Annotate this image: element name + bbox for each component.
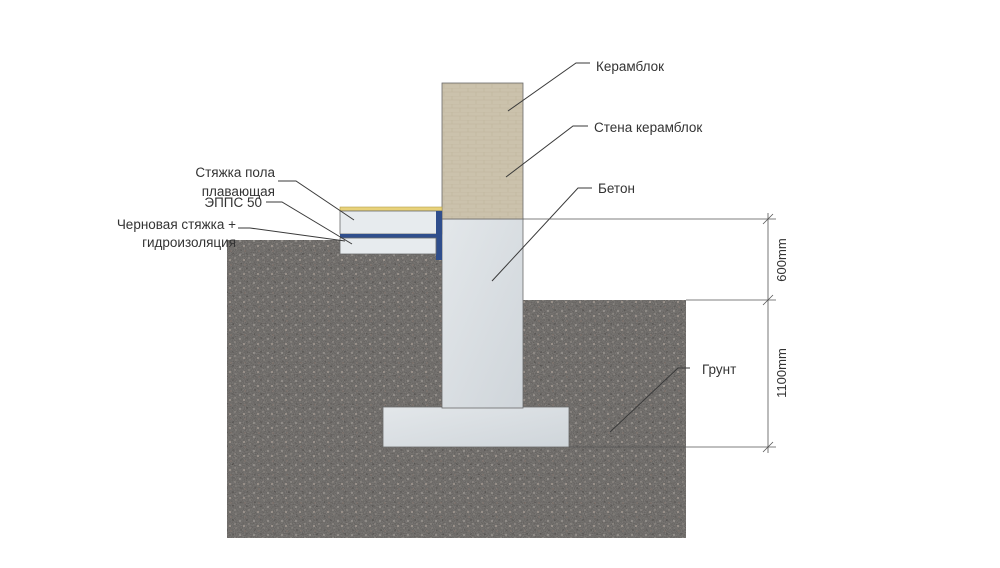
leader-ceramic-wall [505,125,588,178]
dim-tick-middle [762,294,774,306]
concrete-footing [382,406,570,448]
dim-label-600: 600mm [774,238,789,281]
label-concrete: Бетон [598,181,635,196]
dim-label-1100: 1100mm [774,348,789,398]
waterproofing-membrane [340,234,436,238]
label-ceramic-block: Керамблок [596,59,664,74]
label-soil: Грунт [702,362,736,377]
edge-insulation-strip [436,211,442,260]
leader-floor-screed [278,180,355,221]
label-rough-screed-line1: Черновая стяжка + [117,217,236,232]
dim-tick-bottom [762,441,774,453]
label-floor-screed-line1: Стяжка пола [195,165,275,180]
label-rough-screed-line2: гидроизоляция [142,235,236,250]
rough-screed [339,237,437,255]
leader-epps [266,201,353,245]
floor-screed-top [339,206,443,212]
dim-tick-top [762,213,774,225]
concrete-foundation-wall [441,218,524,409]
leader-ceramic-block [507,62,590,112]
epps-insulation [339,210,443,235]
label-epps: ЭППС 50 [204,195,262,210]
label-ceramic-wall: Стена керамблок [594,120,702,135]
label-floor-screed-line2: плавающая [202,184,275,199]
leader-soil [609,367,690,433]
leader-rough-screed [238,227,346,242]
leader-concrete [491,187,592,282]
ceramic-block-wall [441,82,524,220]
